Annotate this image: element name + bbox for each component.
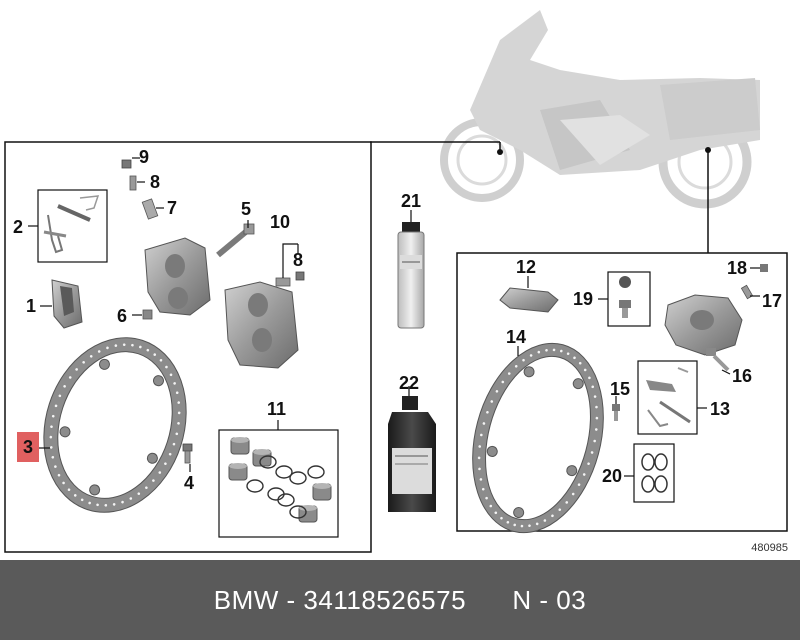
footer-position: N - 03	[512, 585, 587, 615]
seal-kit-ring	[259, 455, 277, 469]
item-13-part	[646, 367, 691, 428]
item-16-bolt	[706, 348, 730, 372]
seal-kit-ring	[277, 493, 295, 507]
diagram-reference-number: 480985	[751, 542, 788, 554]
label-21: 21	[401, 191, 422, 211]
label-16: 16	[732, 366, 753, 386]
seal-kit-ring	[289, 505, 307, 519]
item-18-cap	[760, 264, 768, 272]
item-20-seals	[641, 453, 668, 493]
leader-16	[721, 369, 731, 375]
leader-rear-dot	[705, 147, 711, 153]
rear-disc-drawing	[472, 342, 604, 534]
seal-kit-piston	[230, 437, 250, 455]
item-6-part	[142, 309, 153, 320]
item-13-box	[637, 360, 698, 435]
front-caliper-right	[224, 281, 299, 369]
item-20-box	[633, 443, 675, 503]
label-12: 12	[516, 257, 537, 277]
item-9-cap	[121, 159, 132, 169]
label-7: 7	[167, 198, 178, 218]
front-caliper-left	[144, 237, 211, 316]
item-17-bleeder	[740, 284, 754, 300]
item-5-bolt	[216, 223, 255, 258]
item-8-bleeder	[129, 175, 137, 191]
label-8-secondary: 8	[293, 250, 304, 270]
footer-separator: -	[278, 585, 304, 615]
leader-front-dot	[497, 149, 503, 155]
item-12-rear-pad	[499, 287, 559, 313]
motorcycle-illustration	[440, 10, 760, 209]
label-2: 2	[13, 217, 24, 237]
label-18: 18	[727, 258, 748, 278]
label-1: 1	[26, 296, 37, 316]
front-disc-drawing	[43, 337, 187, 513]
label-13: 13	[710, 399, 731, 419]
label-8: 8	[150, 172, 161, 192]
footer-gap	[466, 585, 512, 615]
seal-kit-ring	[307, 465, 325, 479]
label-20: 20	[602, 466, 623, 486]
label-19: 19	[573, 289, 594, 309]
rear-brake-group-box	[456, 252, 788, 532]
seal-kit-piston	[298, 505, 318, 523]
label-4: 4	[184, 473, 195, 493]
item-4-bolt	[182, 443, 193, 464]
label-10: 10	[270, 212, 291, 232]
item-15-bolt	[612, 404, 620, 421]
seal-kit-piston	[228, 463, 248, 481]
seal-kit-ring	[289, 471, 307, 485]
item-1-brake-pad	[51, 279, 83, 329]
item-11-seal-kit	[228, 437, 332, 523]
label-22: 22	[399, 373, 420, 393]
label-17: 17	[762, 291, 783, 311]
label-5: 5	[241, 199, 252, 219]
footer-part-number: 34118526575	[303, 585, 467, 615]
item-2-part	[43, 195, 100, 254]
item-7-bolt	[141, 198, 159, 220]
item-10-bleeder	[275, 271, 305, 287]
parts-diagram: 9 8 7 2 5 10 8 1 6 3 4 11 21 22 12 19 18…	[4, 10, 788, 554]
seal-kit-ring	[267, 487, 285, 501]
leader-10	[282, 243, 298, 278]
label-15: 15	[610, 379, 631, 399]
label-6: 6	[117, 306, 128, 326]
seal-kit-piston	[312, 483, 332, 501]
rear-caliper	[664, 294, 743, 356]
label-11: 11	[267, 399, 287, 419]
label-9: 9	[139, 147, 150, 167]
item-22-brake-fluid	[388, 396, 436, 512]
seal-kit-ring	[275, 465, 293, 479]
label-3-highlighted: 3	[17, 432, 39, 462]
part-number-footer: BMW - 34118526575 N - 03	[0, 560, 800, 640]
diagram-canvas	[4, 10, 788, 553]
footer-brand: BMW	[213, 585, 279, 615]
item-21-spray-can	[397, 222, 425, 329]
seal-kit-ring	[246, 479, 264, 493]
front-brake-group-box	[4, 141, 372, 553]
item-19-part	[619, 276, 631, 318]
label-14: 14	[506, 327, 527, 347]
